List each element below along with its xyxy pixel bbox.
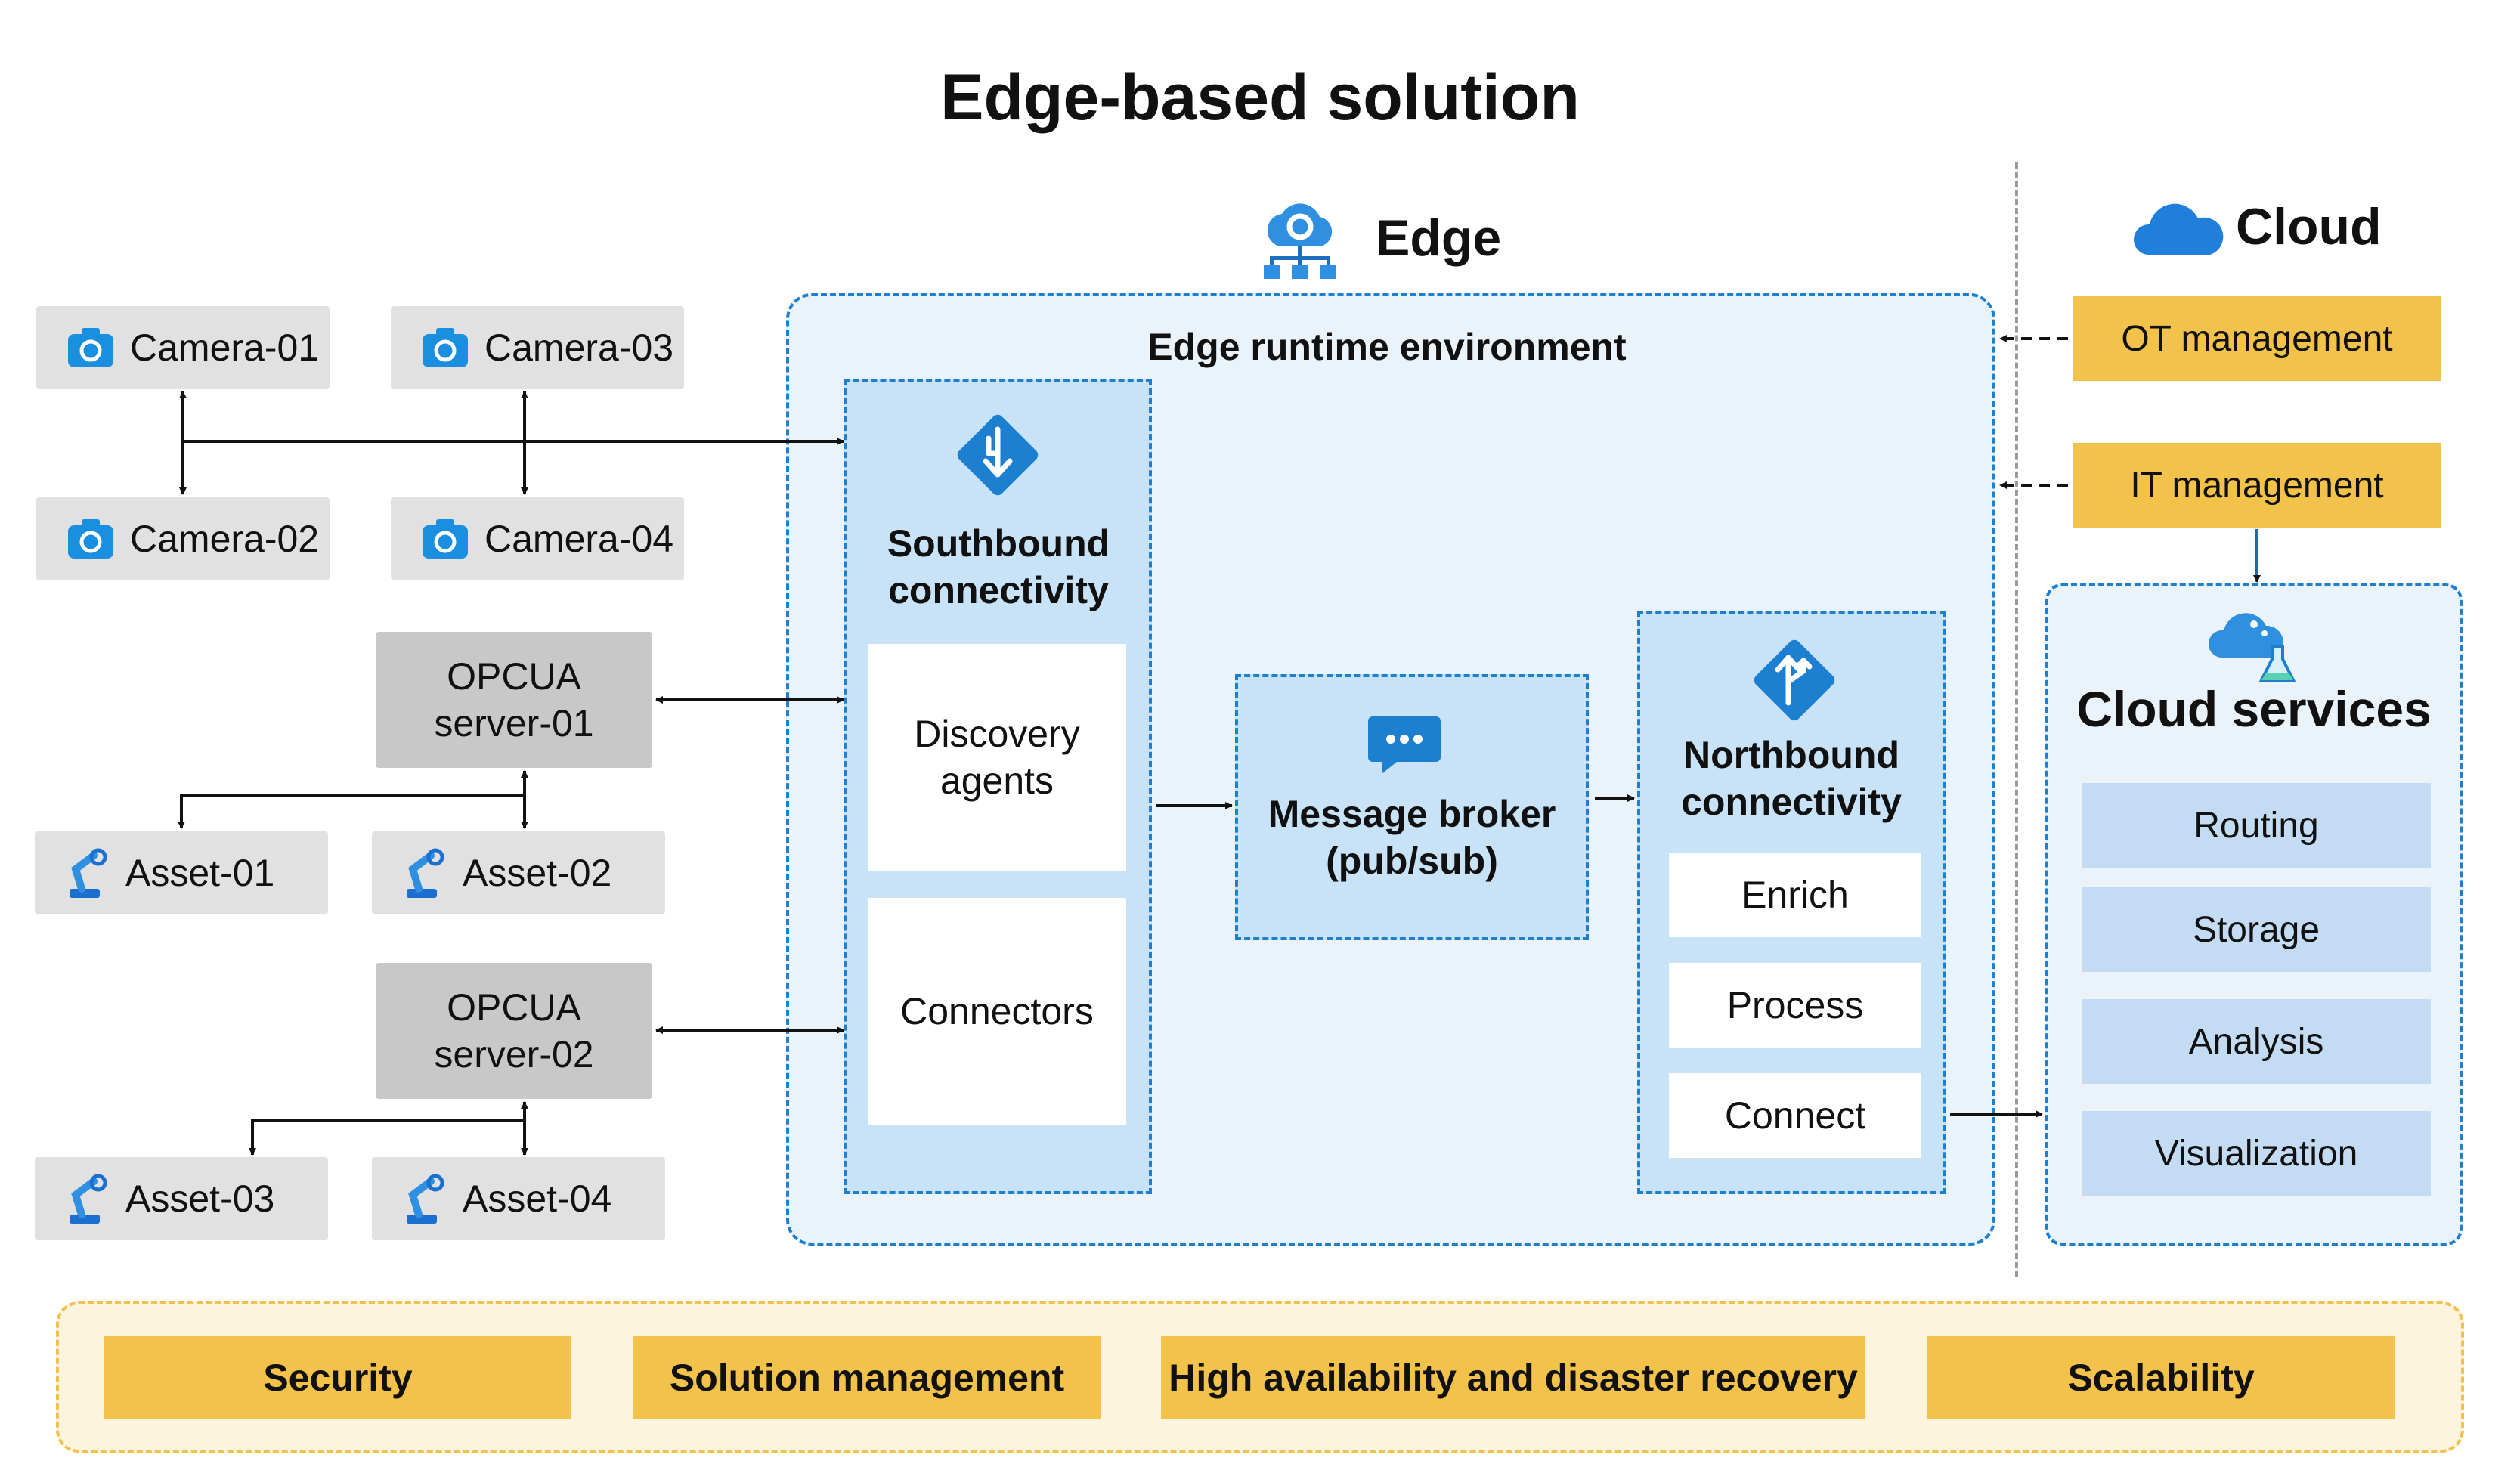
- cloud-header: Cloud: [2131, 181, 2382, 272]
- analysis[interactable]: Analysis: [2082, 999, 2431, 1084]
- routing-label: Routing: [2193, 805, 2319, 846]
- storage[interactable]: Storage: [2082, 887, 2431, 972]
- storage-label: Storage: [2192, 909, 2320, 950]
- edge-header: Edge: [1255, 189, 1501, 287]
- camera-icon: [423, 328, 468, 367]
- cloud-header-label: Cloud: [2236, 198, 2382, 255]
- camera-label: Camera-01: [130, 326, 320, 369]
- asset-label: Asset-01: [125, 852, 275, 894]
- cloud-lab-icon: [2209, 613, 2296, 682]
- process-label: Process: [1726, 984, 1864, 1026]
- cloud-icon: [2133, 203, 2224, 255]
- server-label: OPCUA server-02: [434, 986, 594, 1075]
- robot-arm-icon: [407, 848, 444, 898]
- southbound-title: Southbound connectivity: [887, 522, 1110, 611]
- camera-label: Camera-03: [484, 326, 674, 369]
- ot-management[interactable]: OT management: [2073, 296, 2441, 381]
- solution-management-label: Solution management: [669, 1357, 1065, 1399]
- cloud-services-title: Cloud services: [2076, 681, 2432, 737]
- camera-03[interactable]: Camera-03: [391, 306, 684, 389]
- message-broker-label: Message broker (pub/sub): [1268, 793, 1556, 882]
- camera-02[interactable]: Camera-02: [36, 497, 330, 580]
- camera-01[interactable]: Camera-01: [36, 306, 330, 389]
- server-01-asset-01-link: [178, 794, 525, 829]
- ot-management-label: OT management: [2121, 318, 2393, 359]
- northbound-title: Northbound connectivity: [1681, 734, 1902, 823]
- asset-label: Asset-04: [463, 1178, 612, 1220]
- visualization[interactable]: Visualization: [2082, 1111, 2431, 1196]
- camera-icon: [423, 519, 468, 559]
- camera-icon: [68, 519, 113, 559]
- northbound-icon: [1754, 639, 1835, 721]
- high-availability-label: High availability and disaster recovery: [1169, 1357, 1858, 1399]
- camera-icon: [68, 328, 113, 367]
- routing[interactable]: Routing: [2082, 783, 2431, 868]
- page-title: Edge-based solution: [940, 61, 1580, 134]
- security-label: Security: [263, 1357, 413, 1399]
- high-availability[interactable]: High availability and disaster recovery: [1161, 1336, 1865, 1419]
- southbound-icon: [957, 414, 1039, 496]
- robot-arm-icon: [70, 848, 107, 898]
- asset-label: Asset-03: [125, 1178, 275, 1220]
- opcua-server-01[interactable]: OPCUA server-01: [376, 632, 652, 768]
- opcua-server-02[interactable]: OPCUA server-02: [376, 963, 652, 1099]
- asset-label: Asset-02: [463, 852, 612, 894]
- it-management[interactable]: IT management: [2073, 443, 2441, 528]
- connect-label: Connect: [1724, 1094, 1866, 1137]
- analysis-label: Analysis: [2188, 1021, 2324, 1062]
- edge-runtime-label: Edge runtime environment: [1147, 326, 1627, 368]
- solution-management[interactable]: Solution management: [633, 1336, 1101, 1419]
- asset-02[interactable]: Asset-02: [372, 831, 665, 914]
- asset-04[interactable]: Asset-04: [372, 1157, 665, 1240]
- asset-01[interactable]: Asset-01: [35, 831, 328, 914]
- robot-arm-icon: [407, 1174, 444, 1224]
- security[interactable]: Security: [104, 1336, 571, 1419]
- it-management-label: IT management: [2130, 465, 2384, 506]
- connectors-label: Connectors: [900, 990, 1094, 1032]
- connectors[interactable]: Connectors: [868, 898, 1126, 1125]
- edge-cloud-divider: [2015, 162, 2018, 1277]
- connect[interactable]: Connect: [1669, 1073, 1921, 1158]
- chat-bubble-icon: [1368, 716, 1441, 774]
- scalability[interactable]: Scalability: [1927, 1336, 2395, 1419]
- camera-04[interactable]: Camera-04: [391, 497, 684, 580]
- enrich[interactable]: Enrich: [1669, 853, 1921, 937]
- discovery-agents[interactable]: Discovery agents: [868, 644, 1126, 871]
- discovery-agents-label: Discovery agents: [914, 713, 1080, 802]
- edge-cloud-icon: [1264, 203, 1336, 279]
- scalability-label: Scalability: [2067, 1357, 2255, 1399]
- asset-03[interactable]: Asset-03: [35, 1157, 328, 1240]
- visualization-label: Visualization: [2154, 1133, 2358, 1174]
- robot-arm-icon: [70, 1174, 107, 1224]
- enrich-label: Enrich: [1741, 874, 1849, 916]
- edge-header-label: Edge: [1376, 209, 1502, 267]
- camera-label: Camera-04: [484, 518, 674, 560]
- camera-label: Camera-02: [130, 518, 320, 560]
- process[interactable]: Process: [1669, 963, 1921, 1048]
- server-02-asset-03-link: [249, 1119, 525, 1156]
- server-label: OPCUA server-01: [434, 655, 594, 744]
